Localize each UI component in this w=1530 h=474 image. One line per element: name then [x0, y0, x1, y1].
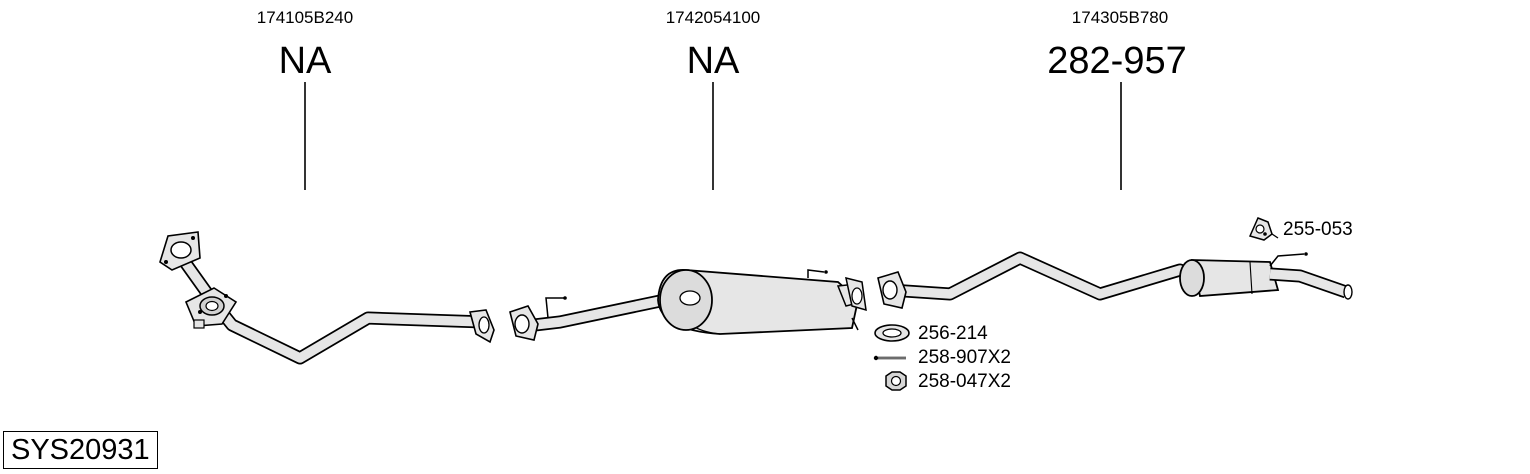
- middle-silencer-icon: [509, 269, 867, 341]
- part-code-middle-silencer: NA: [686, 40, 740, 82]
- small-part-label-clamp: 255-053: [1283, 219, 1353, 240]
- front-pipe-icon: [159, 231, 495, 365]
- part-code-rear-silencer: 282-957: [1047, 40, 1187, 82]
- small-part-label-gasket: 256-214: [918, 323, 988, 344]
- clamp-icon: [1248, 217, 1279, 241]
- small-part-label-nut: 258-047X2: [918, 371, 1011, 392]
- oem-number-rear-silencer: 174305B780: [1071, 8, 1169, 27]
- oem-number-middle-silencer: 1742054100: [665, 8, 761, 27]
- bolt-icon: [873, 355, 906, 361]
- gasket-ring-icon: [874, 324, 910, 342]
- nut-icon: [885, 371, 907, 391]
- small-part-label-bolt: 258-907X2: [918, 347, 1011, 368]
- oem-number-front-pipe: 174105B240: [256, 8, 354, 27]
- part-code-front-pipe: NA: [278, 40, 332, 82]
- rear-silencer-icon: [877, 251, 1353, 309]
- system-id-box: SYS20931: [3, 431, 158, 469]
